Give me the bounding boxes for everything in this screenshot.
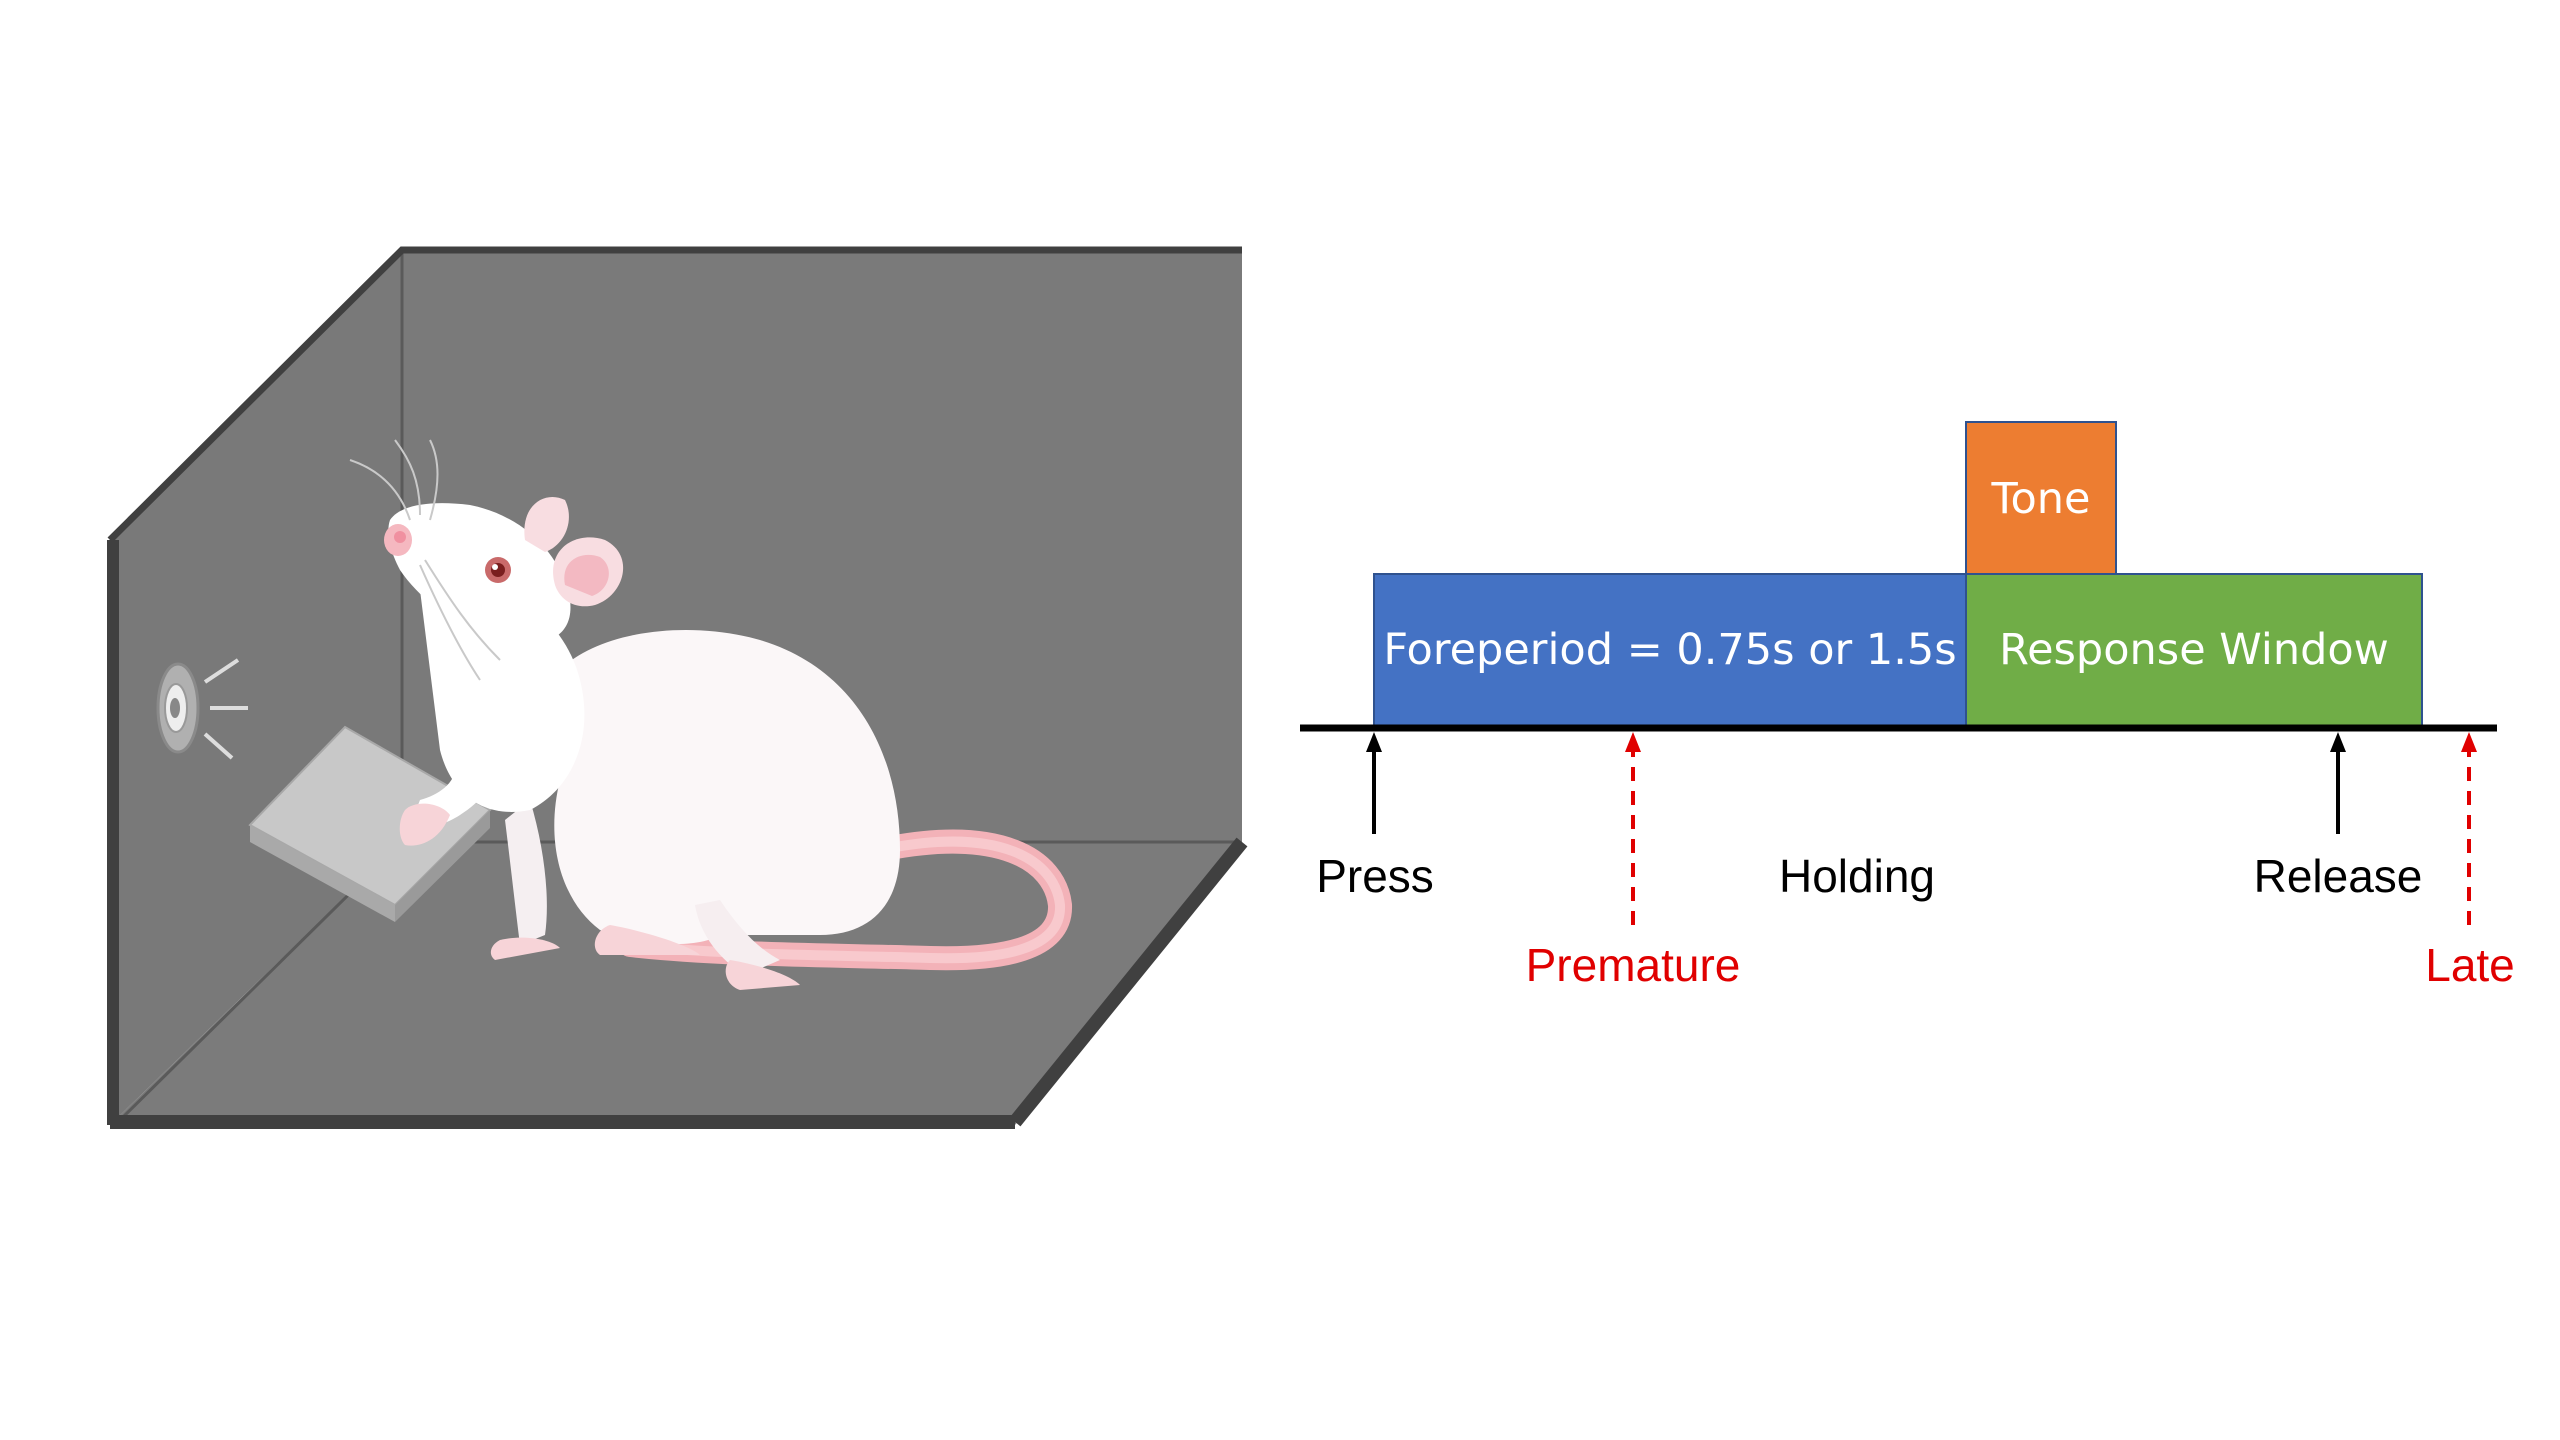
response-window-label: Response Window — [1999, 625, 2389, 675]
response-window-box — [1965, 573, 2423, 727]
premature-label: Premature — [1526, 939, 1741, 991]
lever-icon — [248, 725, 492, 922]
tone-label: Tone — [1991, 474, 2091, 524]
trial-timeline: Tone Foreperiod = 0.75s or 1.5s Response… — [1300, 421, 2515, 991]
premature-arrow — [1625, 732, 1641, 925]
press-label: Press — [1316, 850, 1434, 902]
holding-label: Holding — [1779, 850, 1935, 902]
chamber-right-edge — [1009, 837, 1248, 1127]
tone-box — [1965, 421, 2117, 575]
late-arrow — [2461, 732, 2477, 925]
foreperiod-label: Foreperiod = 0.75s or 1.5s — [1383, 625, 1956, 675]
release-arrow — [2330, 732, 2346, 834]
chamber-top-edge — [107, 246, 1242, 543]
rat-icon — [349, 439, 1072, 990]
late-label: Late — [2425, 939, 2515, 991]
foreperiod-box — [1373, 573, 1967, 727]
speaker-icon — [156, 658, 248, 760]
release-label: Release — [2254, 850, 2423, 902]
press-arrow — [1366, 732, 1382, 834]
